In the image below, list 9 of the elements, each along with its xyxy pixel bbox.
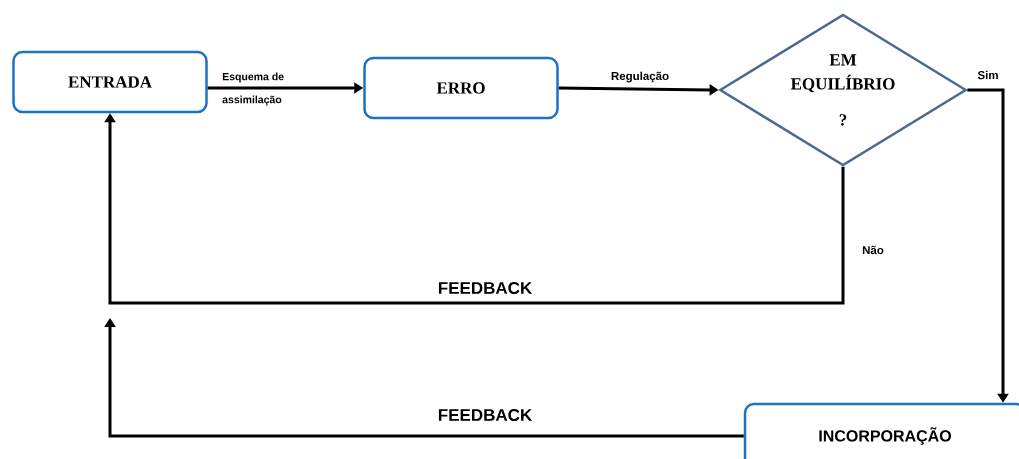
edge-label: Regulação xyxy=(611,71,669,83)
edge-label: FEEDBACK xyxy=(438,409,533,422)
edge-label: Não xyxy=(862,245,884,255)
process-box: INCORPORAÇÃO xyxy=(743,402,1019,459)
process-box: ERRO xyxy=(363,56,559,120)
feedback-label: FEEDBACK xyxy=(438,282,533,295)
edge-label: Esquema de assimilação xyxy=(222,72,284,106)
process-box: ENTRADA xyxy=(12,50,208,114)
edge-label: Sim xyxy=(977,70,998,80)
